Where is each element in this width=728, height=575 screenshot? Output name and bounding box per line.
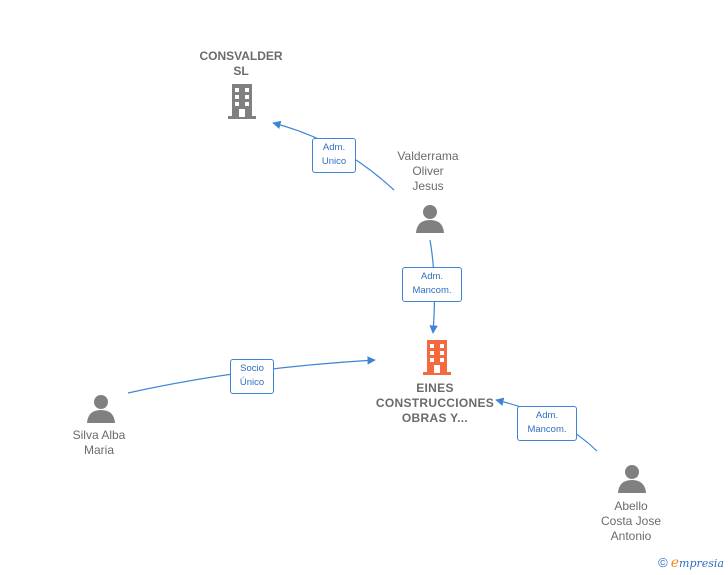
node-label-silva[interactable]: Silva Alba Maria [72,428,126,457]
person-icon[interactable] [86,393,116,423]
building-icon[interactable] [226,84,258,120]
person-icon[interactable] [415,203,445,233]
person-icon[interactable] [617,463,647,493]
role-badge-socio-unico[interactable]: Socio Único [230,359,274,394]
building-icon[interactable] [421,340,453,376]
node-label-valderrama[interactable]: Valderrama Oliver Jesus [397,149,459,193]
node-label-eines[interactable]: EINES CONSTRUCCIONES OBRAS Y... [375,381,495,425]
role-badge-adm-mancom[interactable]: Adm. Mancom. [517,406,577,441]
role-badge-adm-unico[interactable]: Adm. Unico [312,138,356,173]
empresia-logo[interactable]: ©empresia [658,555,724,571]
node-label-abello[interactable]: Abello Costa Jose Antonio [600,499,662,543]
node-label-consvalder[interactable]: CONSVALDER SL [199,49,283,78]
role-badge-adm-mancom[interactable]: Adm. Mancom. [402,267,462,302]
